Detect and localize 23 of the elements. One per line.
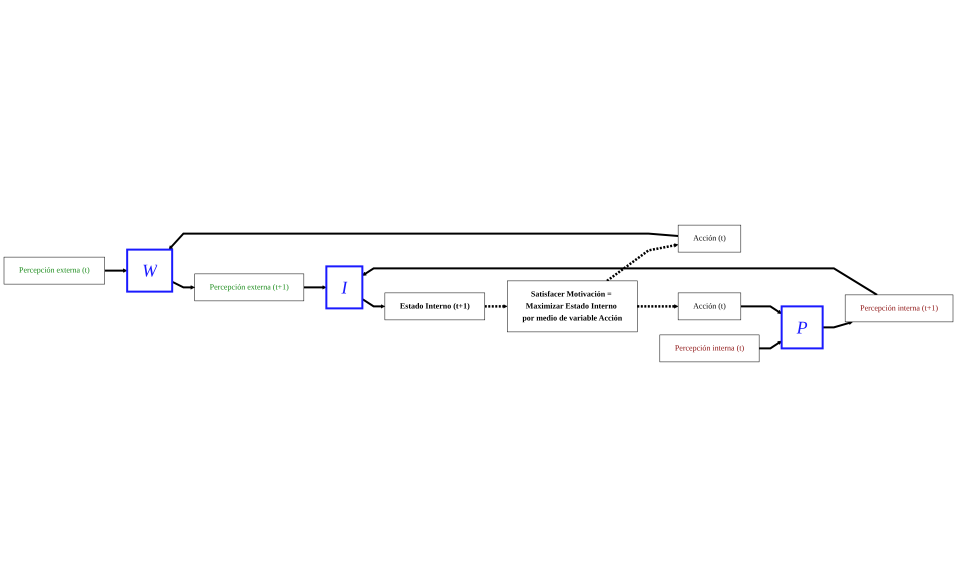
- node-box: Percepción externa (t+1): [194, 274, 304, 302]
- arrow: [484, 304, 508, 309]
- arrow: [606, 243, 678, 282]
- node-box: Percepción externa (t): [4, 256, 105, 284]
- node-box: P: [780, 305, 824, 350]
- node-box: Acción (t): [678, 224, 742, 252]
- arrow: [172, 280, 195, 290]
- arrow: [759, 340, 782, 350]
- node-box: W: [126, 248, 174, 293]
- node-box: Satisfacer Motivación = Maximizar Estado Interno por medio de variable Acción: [507, 280, 638, 332]
- node-box: I: [325, 265, 364, 310]
- arrow: [168, 232, 678, 250]
- node-box: Estado Interno (t+1): [384, 292, 486, 320]
- node-box: Acción (t): [678, 292, 742, 320]
- arrow: [304, 285, 327, 290]
- node-box: Percepción interna (t): [660, 334, 760, 362]
- arrow: [740, 305, 782, 314]
- node-box: Percepción interna (t+1): [844, 294, 954, 322]
- arrow: [104, 268, 128, 273]
- arrow: [362, 267, 878, 296]
- arrow: [822, 320, 853, 328]
- arrow: [637, 304, 678, 309]
- arrow: [362, 298, 386, 309]
